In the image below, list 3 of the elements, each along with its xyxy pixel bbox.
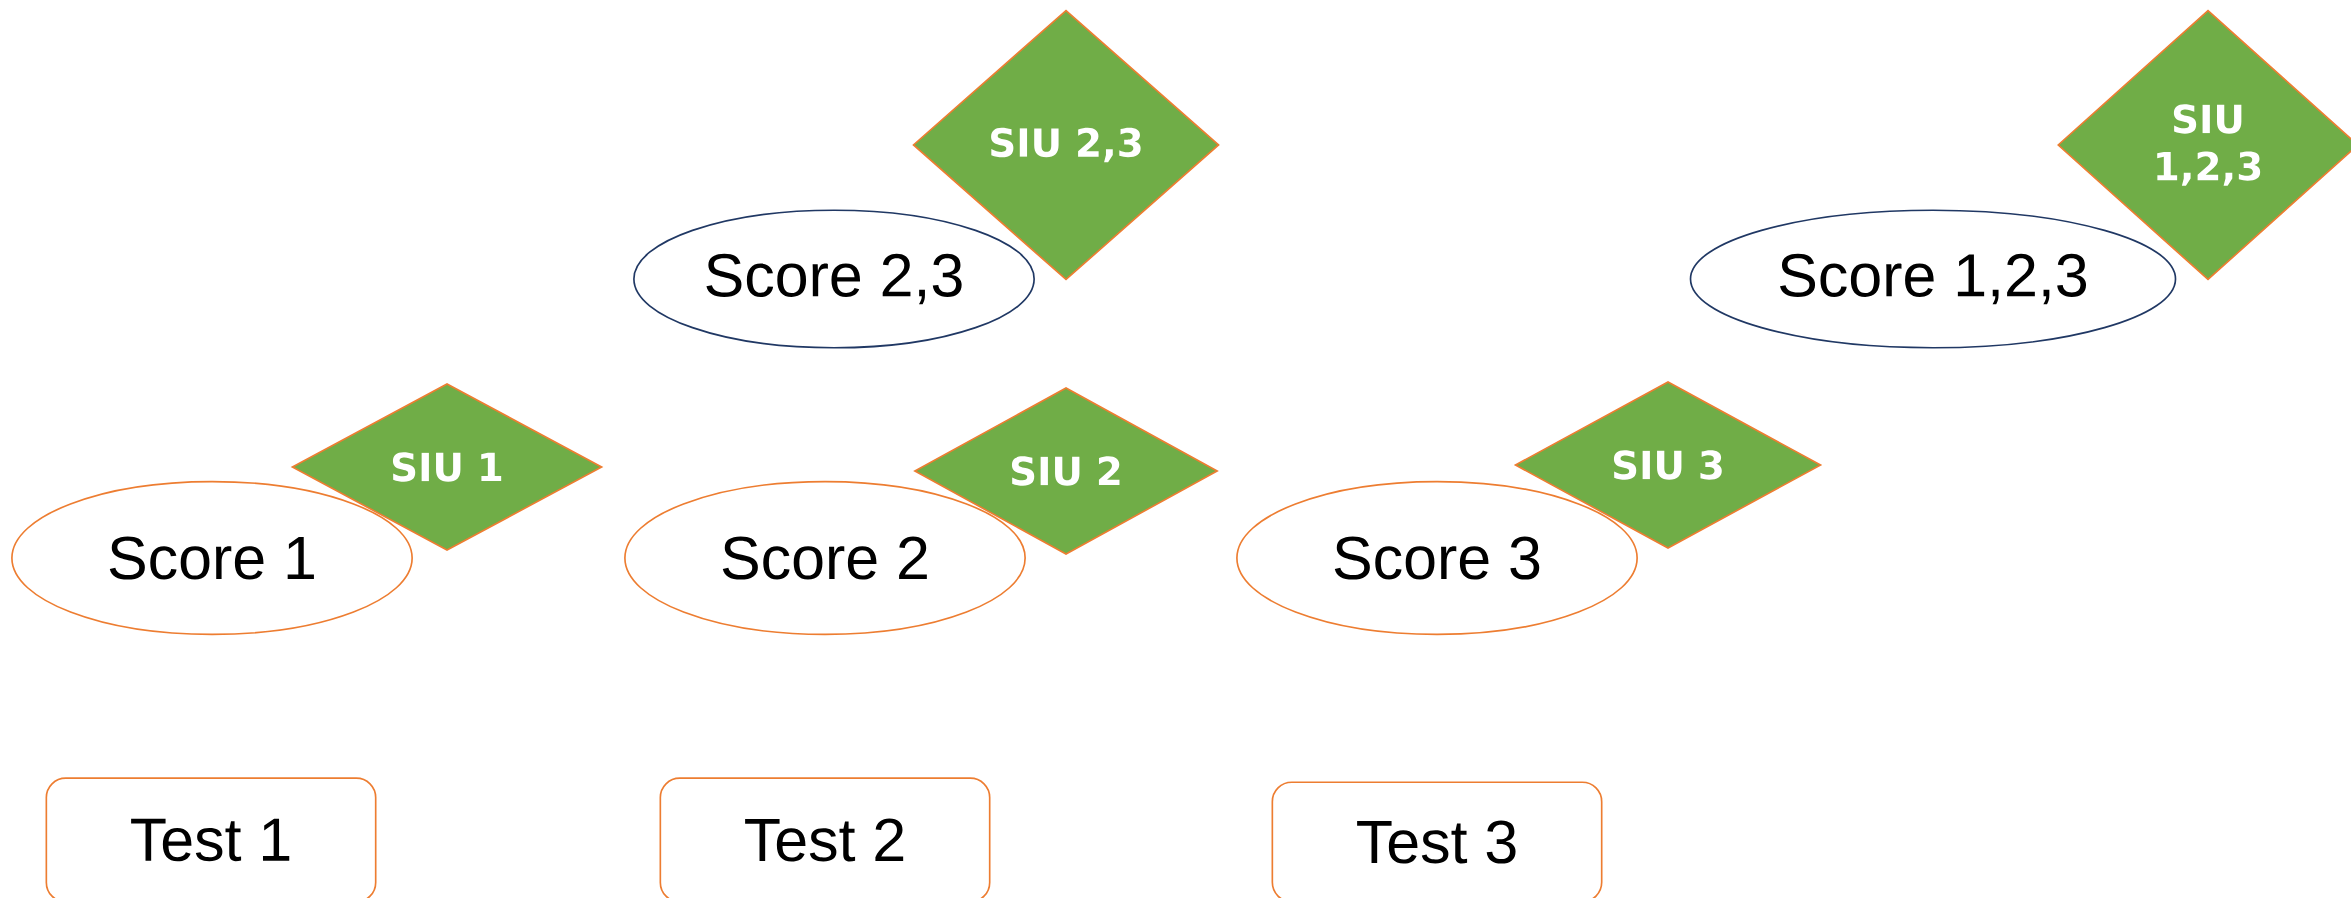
- test-box: Test 3: [1271, 781, 1603, 898]
- test-box: Test 2: [659, 777, 991, 898]
- test-box: Test 1: [45, 777, 377, 898]
